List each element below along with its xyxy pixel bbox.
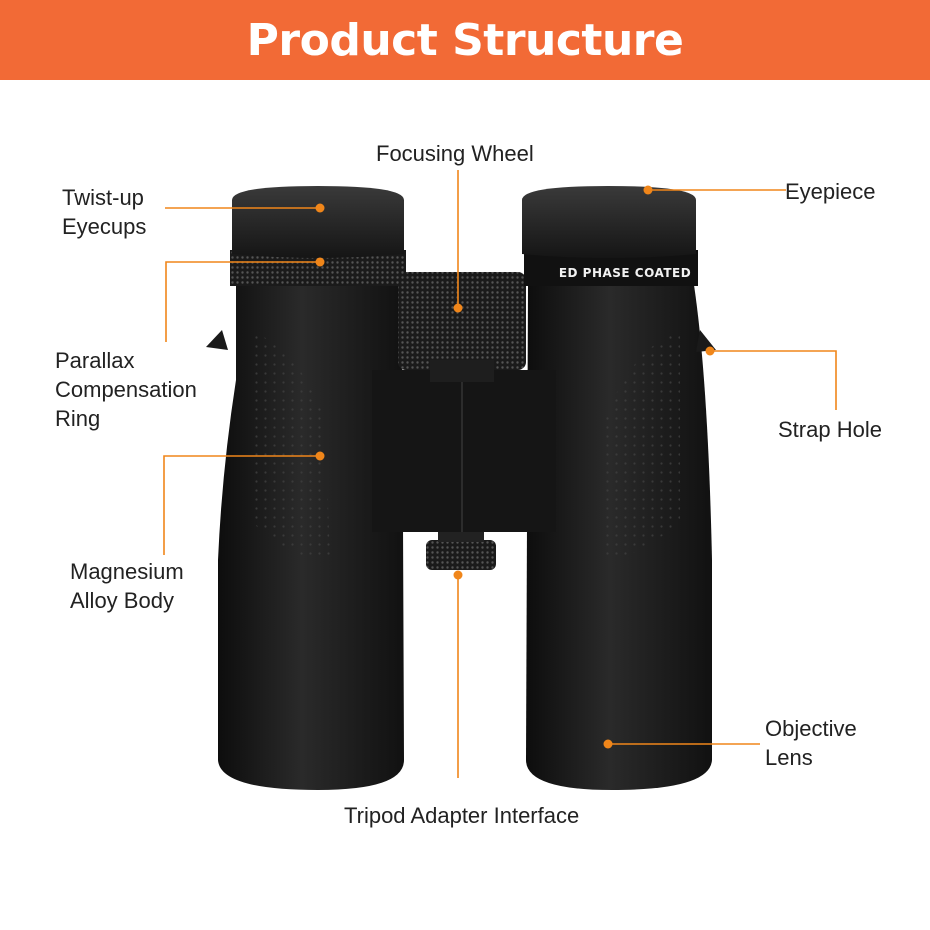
left-strap-lug: [206, 330, 228, 350]
label-eyepiece: Eyepiece: [785, 179, 876, 204]
dot-parallax: [315, 257, 325, 267]
label-magnesium-body: Magnesium Alloy Body: [70, 559, 184, 613]
label-parallax-ring: Parallax Compensation Ring: [55, 348, 197, 431]
left-barrel: [206, 285, 404, 790]
callout-dots: [315, 185, 715, 749]
callout-lines: [163, 170, 837, 778]
center-bridge: [372, 370, 556, 532]
label-focusing-wheel: Focusing Wheel: [376, 141, 534, 166]
strap-hole-lug: [696, 330, 716, 352]
dot-objective: [603, 739, 613, 749]
left-eyecup: [230, 186, 406, 286]
label-tripod-adapter: Tripod Adapter Interface: [344, 803, 580, 828]
right-barrel: [526, 285, 716, 790]
right-eyecup: ED PHASE COATED: [522, 186, 698, 286]
header-banner: Product Structure: [0, 0, 930, 80]
page-title: Product Structure: [246, 14, 684, 66]
dot-body: [315, 451, 325, 461]
dot-tripod: [453, 570, 463, 580]
label-strap-hole: Strap Hole: [778, 417, 882, 442]
dot-strap-hole: [705, 346, 715, 356]
dot-focusing-wheel: [453, 303, 463, 313]
barrel-print: ED PHASE COATED: [559, 266, 691, 280]
tripod-adapter-socket: [426, 532, 496, 570]
label-twist-up-eyecups: Twist-up Eyecups: [62, 185, 147, 239]
dot-eyepiece: [643, 185, 653, 195]
label-objective-lens: Objective Lens: [765, 716, 857, 770]
focusing-wheel: [398, 272, 526, 382]
dot-eyecups: [315, 203, 325, 213]
